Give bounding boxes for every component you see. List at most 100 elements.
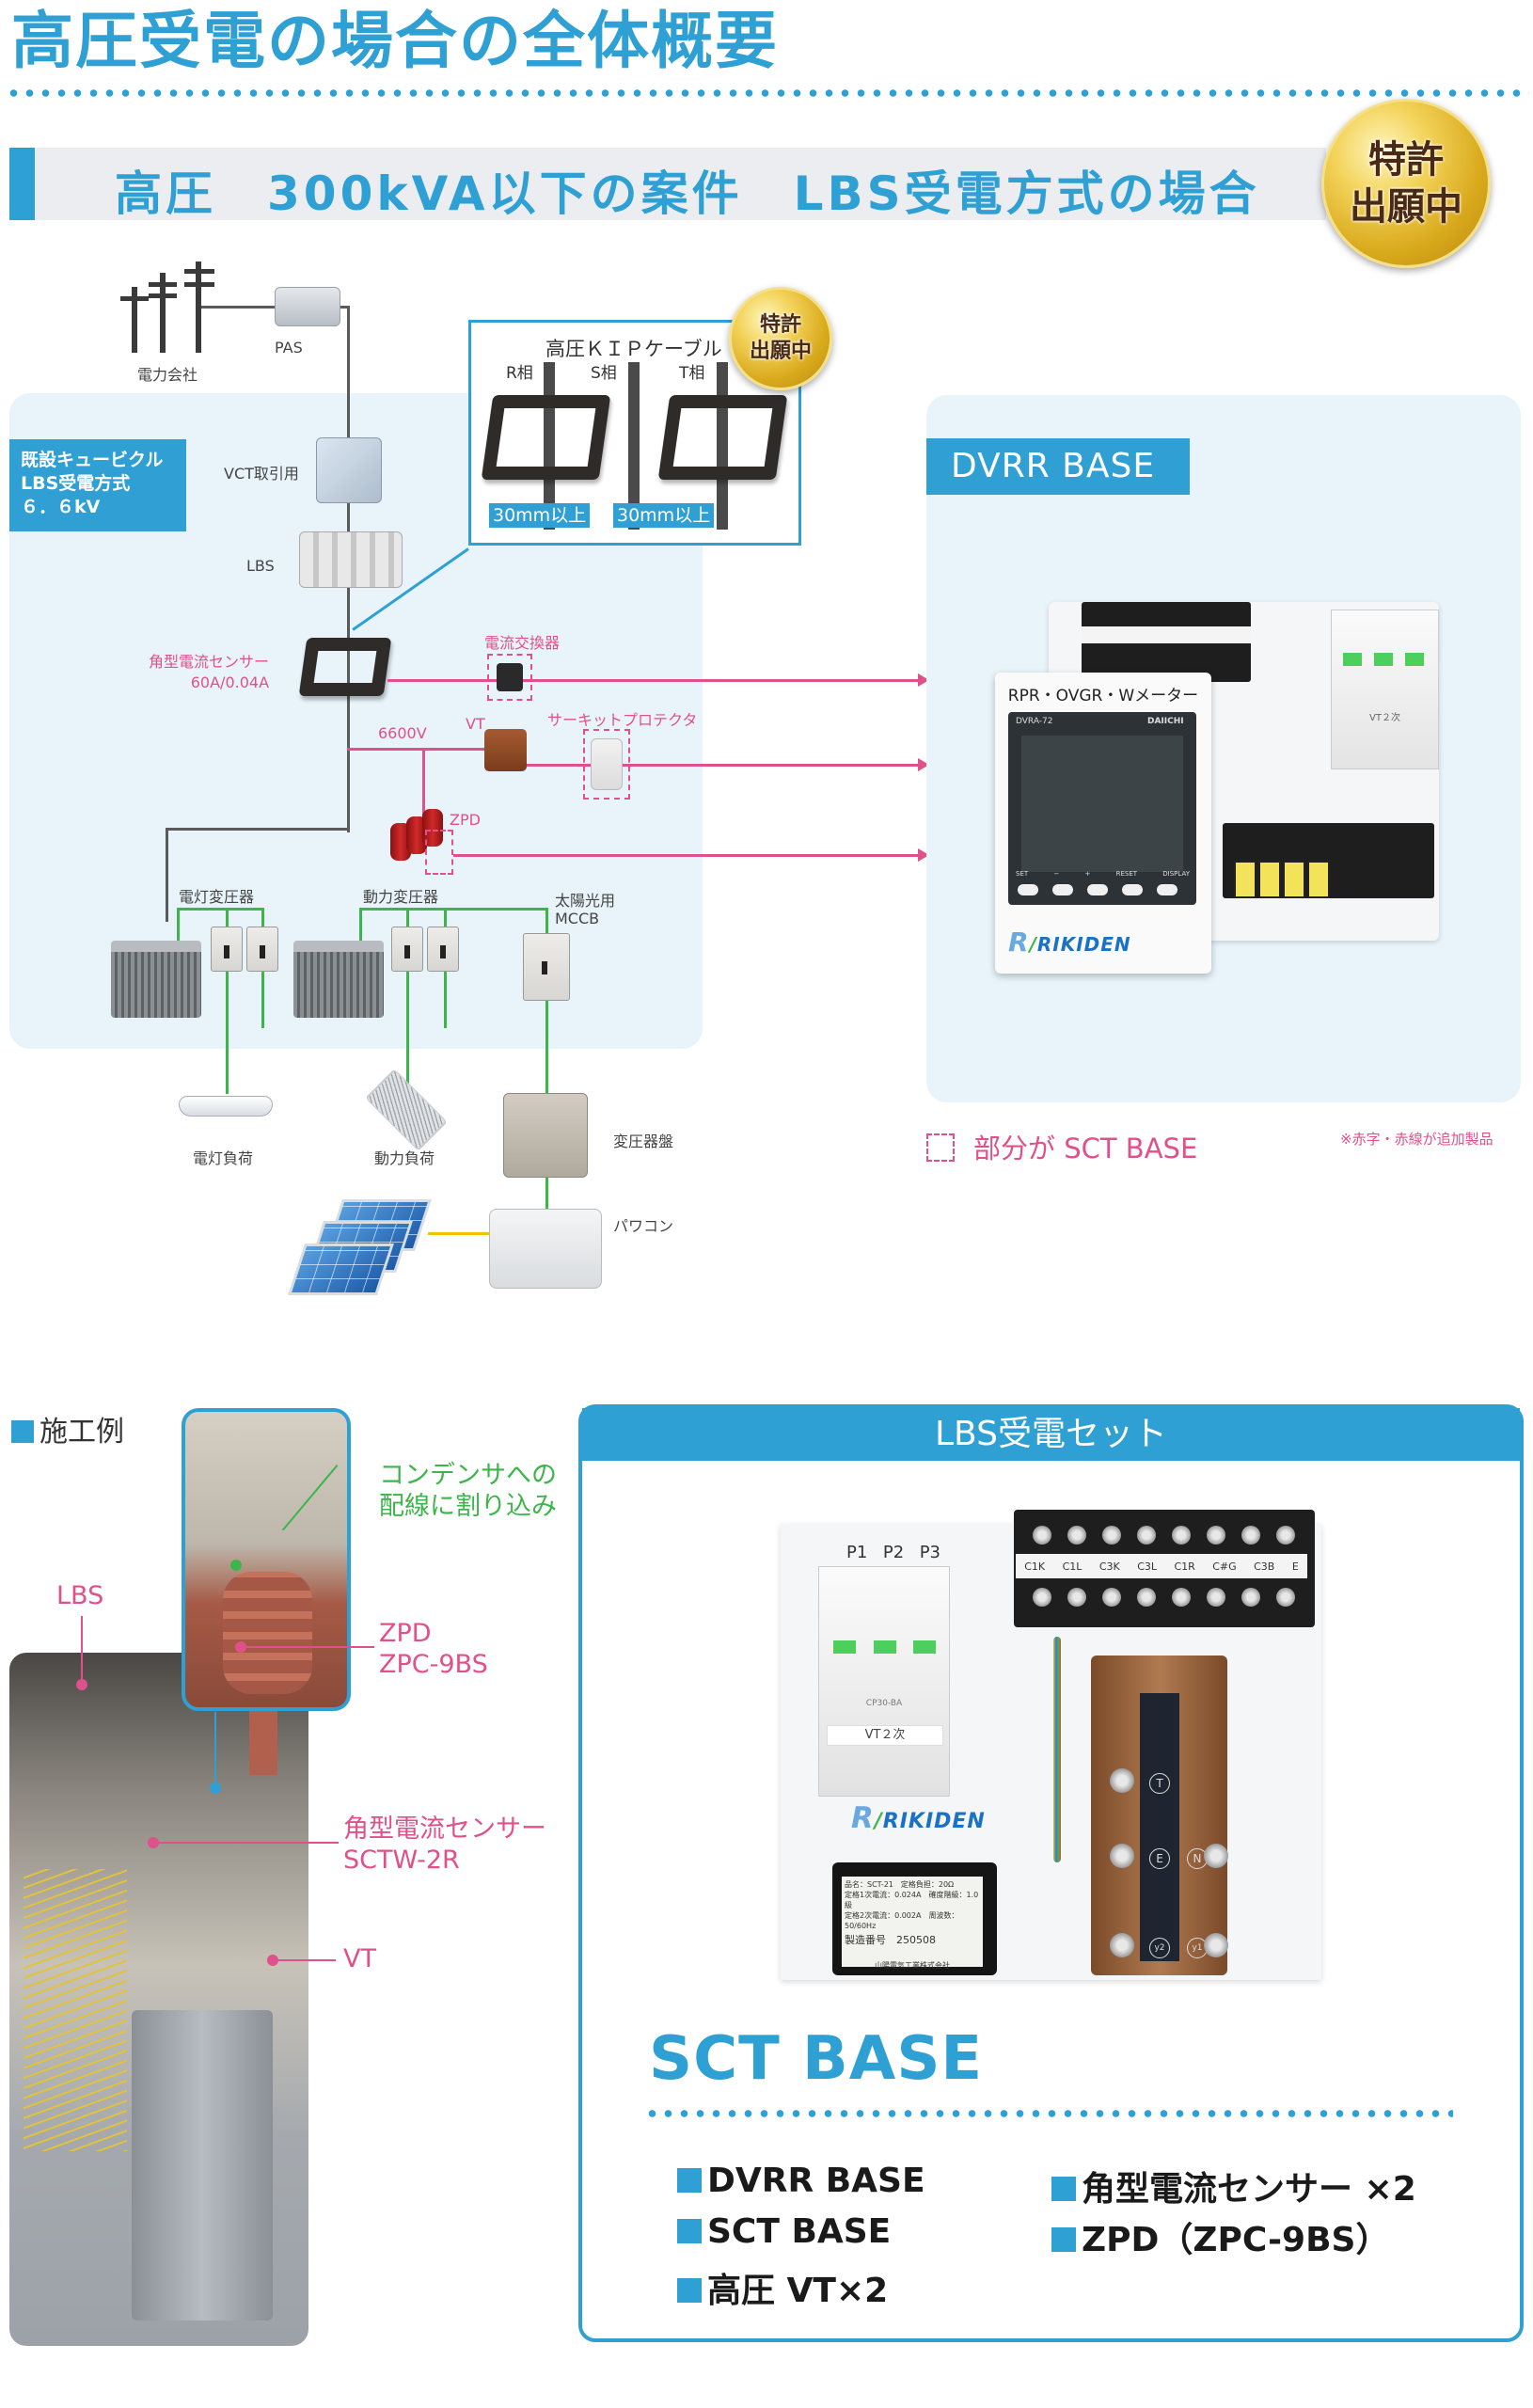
vt2-breaker-icon: VT２次 xyxy=(1331,610,1439,769)
zpd-callout-line2: ZPC-9BS xyxy=(379,1650,488,1679)
square-bullet-icon xyxy=(1051,2227,1076,2252)
zpd-icon xyxy=(390,823,411,861)
sensor-callout-line2: SCTW-2R xyxy=(343,1846,460,1875)
breaker-icon xyxy=(391,927,423,972)
terminal-label: C#G xyxy=(1212,1560,1237,1573)
terminal-label: C3L xyxy=(1137,1560,1158,1573)
set-item: SCT BASE xyxy=(677,2212,891,2251)
meter-reset-button xyxy=(1122,884,1143,895)
badge-line1: 特許 xyxy=(1368,138,1444,182)
callout-dot xyxy=(76,1679,87,1690)
section-heading: 高圧 300kVA以下の案件 LBS受電方式の場合 xyxy=(115,166,1260,221)
breaker-icon xyxy=(427,927,459,972)
meter-brand: DAIICHI xyxy=(1147,717,1184,726)
vt2-label: VT２次 xyxy=(1369,713,1400,723)
wiring-bundle xyxy=(1053,1637,1061,1862)
lbs-callout-line xyxy=(81,1616,83,1682)
square-bullet-icon xyxy=(677,2168,702,2193)
terminal-label: C1K xyxy=(1024,1560,1046,1573)
zpd-terminal-strip xyxy=(1140,1693,1179,1961)
page-title: 高圧受電の場合の全体概要 xyxy=(11,5,779,77)
square-current-sensor-icon xyxy=(298,638,392,696)
zpd-callout-line xyxy=(243,1646,374,1648)
vct-label: VCT取引用 xyxy=(224,465,299,483)
lbs-callout: LBS xyxy=(56,1581,104,1610)
pas-label: PAS xyxy=(275,339,303,356)
set-item-text: SCT BASE xyxy=(707,2212,892,2251)
cable-t xyxy=(717,362,728,530)
breaker-pole-labels: P1 P2 P3 xyxy=(846,1543,940,1562)
solar-mccb-label-line1: 太陽光用 xyxy=(555,892,616,910)
power-transformer-label: 動力変圧器 xyxy=(363,888,439,906)
sensor-callout-line1: 角型電流センサー xyxy=(343,1814,546,1844)
meter-model: DVRA-72 xyxy=(1016,717,1053,726)
lighting-load-icon xyxy=(179,1096,273,1117)
rikiden-logo: R/RIKIDEN xyxy=(1008,927,1131,958)
power-conditioner-icon xyxy=(489,1209,602,1289)
phase-t-label: T相 xyxy=(679,364,705,383)
square-current-sensor-icon xyxy=(481,395,611,480)
terminal-label: C1L xyxy=(1062,1560,1083,1573)
transformer-panel-icon xyxy=(503,1093,588,1178)
solar-mccb-icon xyxy=(523,933,570,1001)
patent-pending-badge-small: 特許 出願中 xyxy=(729,287,832,390)
square-bullet-icon xyxy=(11,1420,34,1443)
capacitor-callout-line2: 配線に割り込み xyxy=(379,1492,557,1521)
lighting-load-label: 電灯負荷 xyxy=(193,1149,254,1167)
zpd-callout: ZPD ZPC-9BS xyxy=(379,1618,488,1680)
transformer-in-photo xyxy=(132,2010,273,2321)
vt-callout: VT xyxy=(343,1944,376,1973)
square-bullet-icon xyxy=(1051,2177,1076,2201)
vt-transformer-icon xyxy=(484,729,527,771)
sct-base-marker xyxy=(487,654,532,701)
dc-line xyxy=(428,1232,489,1235)
vt-signal-line xyxy=(527,764,919,767)
zpd-label: ZPD xyxy=(450,811,481,829)
pas-switch-icon xyxy=(275,287,340,326)
pole-label: P3 xyxy=(919,1543,940,1562)
logo-text: RIKIDEN xyxy=(1036,933,1131,956)
example-title: 施工例 xyxy=(11,1408,124,1450)
kip-title: 高圧ＫＩＰケーブル xyxy=(545,338,722,360)
section-accent xyxy=(9,148,35,220)
sensor-pointer-line xyxy=(214,1712,216,1787)
meter-set-button xyxy=(1018,884,1038,895)
vt2-breaker-icon: CP30-BA VT２次 xyxy=(818,1566,950,1797)
callout-dot xyxy=(148,1837,159,1848)
current-converter-icon xyxy=(497,663,523,691)
clearance-note: 30mm以上 xyxy=(489,503,591,528)
sct-nameplate: 品名：SCT-21 定格負担：20Ω 定格1次電流：0.024A 確度階級：1.… xyxy=(842,1877,983,1970)
utility-label: 電力会社 xyxy=(137,366,198,384)
meter-caption: RPR・OVGR・Wメーター xyxy=(1007,687,1199,705)
cable-s xyxy=(628,362,640,530)
lbs-switch-icon xyxy=(299,531,403,588)
sct-base-divider xyxy=(644,2109,1453,2118)
sensor-label-line2: 60A/0.04A xyxy=(190,673,270,691)
set-item: DVRR BASE xyxy=(677,2162,925,2200)
breaker-label: VT２次 xyxy=(827,1725,943,1746)
current-converter-label: 電流交換器 xyxy=(484,634,561,652)
power-transformer-icon xyxy=(293,941,384,1018)
rikiden-logo: R/RIKIDEN xyxy=(851,1801,986,1835)
solar-mccb-label-line2: MCCB xyxy=(555,910,600,927)
clearance-note: 30mm以上 xyxy=(613,503,715,528)
vt-label: VT xyxy=(466,715,485,733)
breaker-icon xyxy=(246,927,278,972)
square-current-sensor-icon xyxy=(657,395,788,480)
circuit-protector-label: サーキットプロテクタ xyxy=(547,711,698,729)
cubicle-label-line2: LBS受電方式 xyxy=(21,473,131,494)
set-item: 高圧 VT×2 xyxy=(677,2263,888,2312)
zpd-mark: y2 xyxy=(1149,1938,1170,1958)
meter-button-label: SET xyxy=(1016,870,1029,878)
meter-button-label: RESET xyxy=(1115,870,1138,878)
circuit-protector-icon xyxy=(591,738,623,790)
sct-base-marker xyxy=(425,830,453,875)
cubicle-label-line1: 既設キュービクル xyxy=(21,450,164,470)
badge-line2: 出願中 xyxy=(1350,185,1462,229)
meter-lcd xyxy=(1021,736,1183,872)
nameplate-line: 定格1次電流：0.024A 確度階級：1.0級 xyxy=(845,1891,979,1909)
cubicle-label: 既設キュービクル LBS受電方式 ６．６kV xyxy=(9,439,186,531)
pole-label: P2 xyxy=(882,1543,905,1562)
terminal-label: C3B xyxy=(1254,1560,1275,1573)
sct-base-title: SCT BASE xyxy=(649,2024,984,2094)
